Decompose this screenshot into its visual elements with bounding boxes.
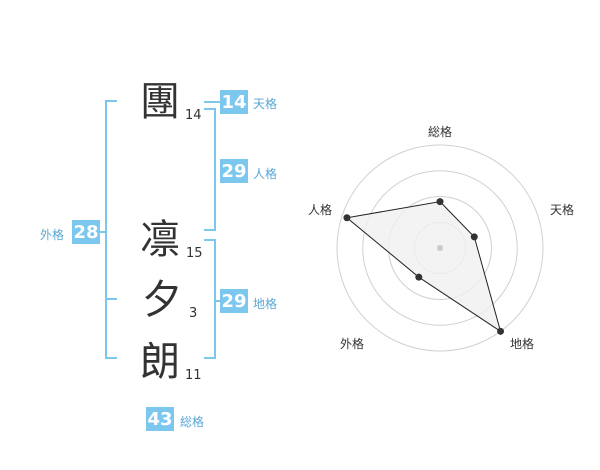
radar-ring: [336, 144, 544, 352]
stroke-count-2: 15: [186, 246, 203, 261]
stroke-count-3: 3: [189, 306, 198, 321]
soukaku-label: 総格: [180, 415, 205, 429]
gaikaku-bracket-top: [105, 100, 117, 102]
chikaku-bracket-vertical: [214, 239, 216, 359]
gaikaku-label: 外格: [40, 228, 65, 242]
name-char-1: 團: [140, 79, 180, 125]
tenkaku-score: 14: [220, 90, 248, 114]
name-char-4: 朗: [140, 339, 180, 385]
radar-point-2: [497, 327, 505, 335]
radar-ring: [362, 170, 518, 326]
jinkaku-label: 人格: [253, 167, 278, 181]
tenkaku-tick: [204, 101, 220, 103]
radar-axis-label-tenkaku: 天格: [550, 203, 575, 217]
chikaku-bracket-tick: [214, 300, 220, 302]
name-char-3: 夕: [142, 277, 182, 323]
jinkaku-bracket-vertical: [214, 108, 216, 230]
radar-polygon: [345, 201, 502, 333]
radar-point-1: [470, 233, 478, 241]
gaikaku-score: 28: [72, 220, 100, 244]
radar-point-0: [436, 198, 444, 206]
gaikaku-bracket-mid: [105, 298, 117, 300]
soukaku-score: 43: [146, 407, 174, 431]
radar-point-4: [343, 214, 351, 222]
radar-axis-label-jinkaku: 人格: [308, 203, 333, 217]
chikaku-bracket-top: [204, 239, 216, 241]
jinkaku-bracket-top: [204, 108, 216, 110]
stroke-count-1: 14: [185, 108, 202, 123]
jinkaku-bracket-bottom: [204, 229, 216, 231]
jinkaku-score: 29: [220, 159, 248, 183]
gaikaku-bracket-tick: [96, 231, 105, 233]
gaikaku-bracket-vertical: [105, 100, 107, 358]
radar-axis-label-gaikaku: 外格: [340, 337, 365, 351]
radar-point-3: [415, 273, 423, 281]
name-char-2: 凛: [140, 217, 180, 263]
radar-center-dot: [437, 245, 443, 251]
radar-axis-label-soukaku: 総格: [428, 125, 453, 139]
chikaku-label: 地格: [253, 297, 278, 311]
radar-chart: [336, 144, 544, 352]
chikaku-score: 29: [220, 289, 248, 313]
gaikaku-bracket-bottom: [105, 357, 117, 359]
stroke-count-4: 11: [185, 368, 202, 383]
chikaku-bracket-bottom: [204, 357, 216, 359]
tenkaku-label: 天格: [253, 97, 278, 111]
radar-axis-label-chikaku: 地格: [510, 337, 535, 351]
